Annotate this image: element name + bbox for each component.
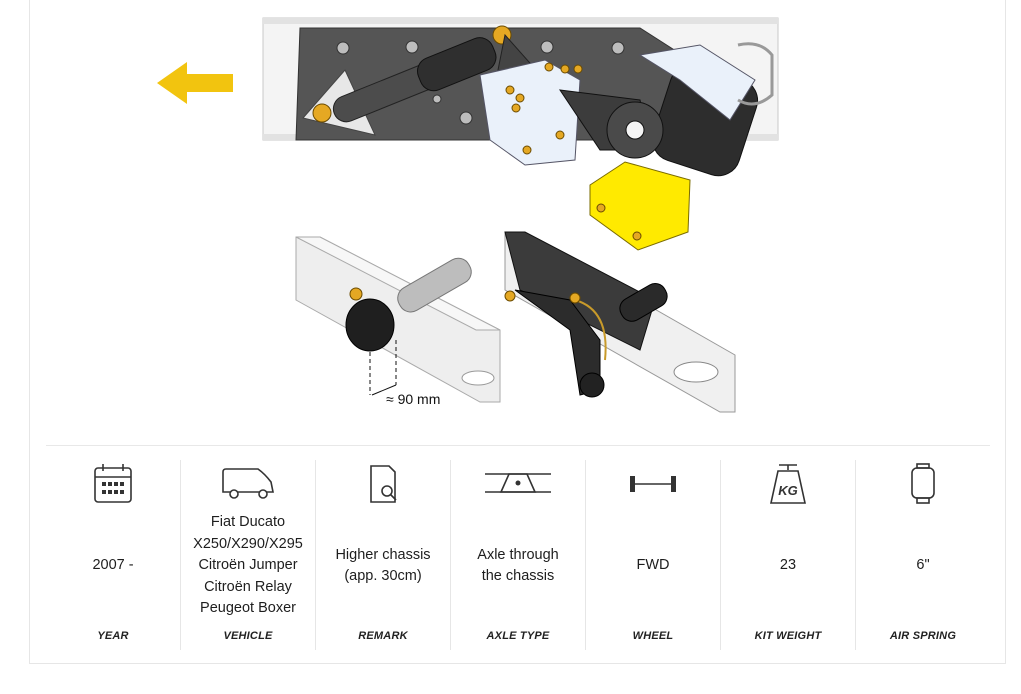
spec-year-label: YEAR bbox=[97, 630, 129, 642]
spec-kit-weight-label: KIT WEIGHT bbox=[754, 630, 822, 642]
spec-kit-weight: KG 23 KIT WEIGHT bbox=[721, 460, 856, 650]
spec-wheel-value: FWD bbox=[636, 557, 670, 574]
spec-wheel-label: WHEEL bbox=[632, 630, 674, 642]
spec-remark-value: Higher chassis (app. 30cm) bbox=[335, 546, 431, 585]
document-search-icon bbox=[370, 465, 397, 503]
spec-year-value: 2007 - bbox=[92, 557, 134, 574]
spec-vehicle: Fiat Ducato X250/X290/X295 Citroën Jumpe… bbox=[181, 460, 316, 650]
spec-table: 2007 - YEAR Fiat Ducato X250/X290/X295 C… bbox=[46, 460, 990, 650]
spec-axle-type-value: Axle through the chassis bbox=[477, 546, 559, 585]
spec-air-spring-value: 6" bbox=[916, 557, 930, 574]
calendar-icon bbox=[94, 464, 132, 503]
spec-air-spring-label: AIR SPRING bbox=[889, 630, 957, 642]
spec-axle-type: Axle through the chassis AXLE TYPE bbox=[451, 460, 586, 650]
spec-wheel: FWD WHEEL bbox=[586, 460, 721, 650]
spec-remark: Higher chassis (app. 30cm) REMARK bbox=[316, 460, 451, 650]
spec-vehicle-value: Fiat Ducato X250/X290/X295 Citroën Jumpe… bbox=[193, 514, 303, 617]
svg-text:KG: KG bbox=[778, 483, 798, 498]
spec-year: 2007 - YEAR bbox=[46, 460, 181, 650]
chassis-dimension-drawing: ≈ 90 mm bbox=[295, 236, 501, 407]
spec-air-spring: 6" AIR SPRING bbox=[856, 460, 990, 650]
direction-arrow-icon bbox=[157, 62, 233, 104]
axle-icon bbox=[630, 476, 676, 492]
top-assembly-drawing bbox=[262, 17, 779, 251]
product-drawing: ≈ 90 mm bbox=[157, 17, 779, 413]
spec-vehicle-label: VEHICLE bbox=[223, 630, 273, 642]
van-icon bbox=[222, 468, 274, 499]
dimension-label: ≈ 90 mm bbox=[386, 391, 440, 407]
section-divider bbox=[46, 445, 990, 446]
air-spring-icon bbox=[911, 463, 935, 504]
installed-kit-drawing bbox=[504, 231, 736, 413]
spec-kit-weight-value: 23 bbox=[779, 557, 797, 574]
weight-kg-icon: KG bbox=[770, 464, 806, 504]
axle-through-chassis-icon bbox=[485, 473, 551, 493]
spec-remark-label: REMARK bbox=[358, 630, 408, 642]
spec-axle-type-label: AXLE TYPE bbox=[486, 630, 550, 642]
